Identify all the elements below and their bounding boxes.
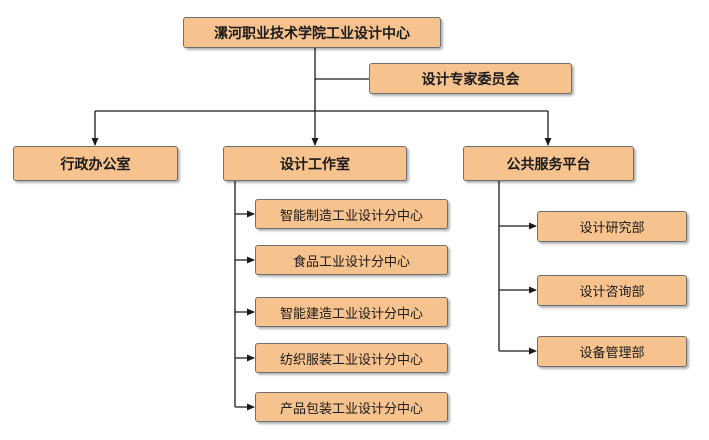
public-service-unit-node: 设备管理部 xyxy=(537,336,687,367)
public-service-node: 公共服务平台 xyxy=(463,146,634,181)
public-service-unit-node: 设计咨询部 xyxy=(537,275,687,306)
design-studio-node: 设计工作室 xyxy=(223,146,407,181)
public-service-unit-node: 设计研究部 xyxy=(537,211,687,242)
studio-unit-node: 产品包装工业设计分中心 xyxy=(255,392,448,422)
expert-committee-node: 设计专家委员会 xyxy=(369,63,572,94)
studio-unit-node: 纺织服装工业设计分中心 xyxy=(255,343,448,373)
admin-office-node: 行政办公室 xyxy=(13,146,178,181)
studio-unit-node: 智能制造工业设计分中心 xyxy=(255,199,448,229)
root-node: 漯河职业技术学院工业设计中心 xyxy=(183,17,441,48)
studio-unit-node: 智能建造工业设计分中心 xyxy=(255,297,448,327)
studio-unit-node: 食品工业设计分中心 xyxy=(255,245,448,275)
